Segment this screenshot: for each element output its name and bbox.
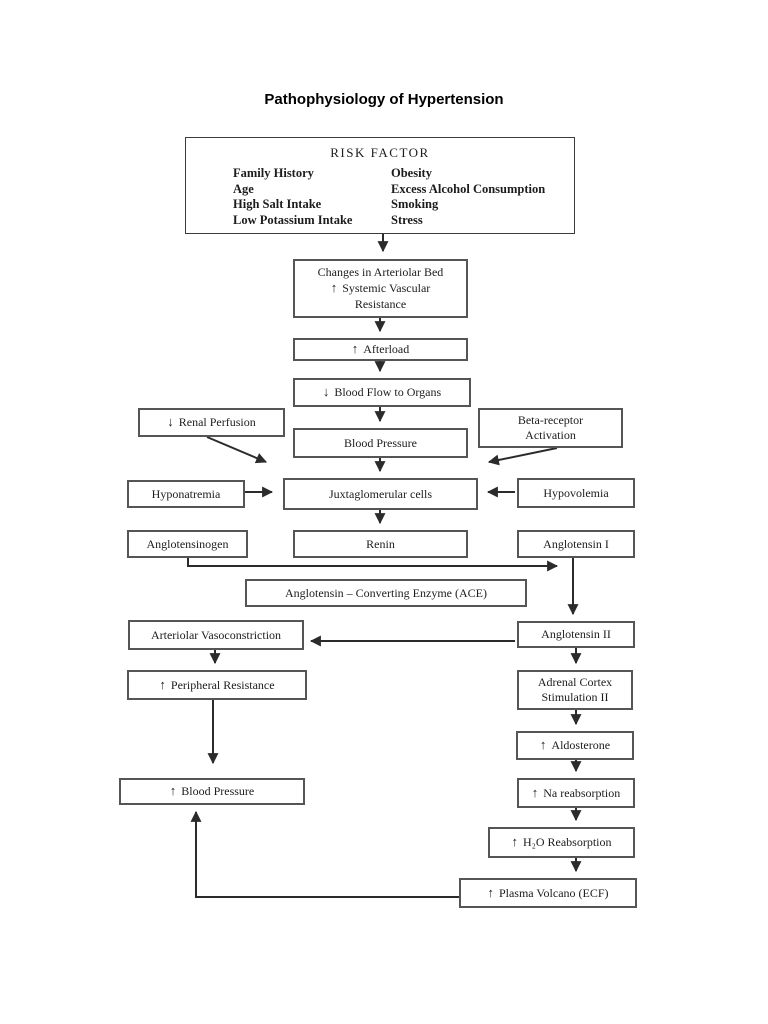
node-blood-pressure-final-label: Blood Pressure: [181, 784, 255, 798]
up-arrow-icon: ↑: [159, 676, 166, 692]
node-beta-line2: Activation: [525, 428, 576, 442]
node-angiotensinogen: Anglotensinogen: [127, 530, 248, 558]
node-angiotensin-i: Anglotensin I: [517, 530, 635, 558]
node-blood-flow-label: Blood Flow to Organs: [334, 385, 442, 399]
up-arrow-icon: ↑: [169, 783, 177, 799]
node-beta-receptor-activation: Beta-receptor Activation: [478, 408, 623, 448]
node-blood-flow-organs: ↓ Blood Flow to Organs: [293, 378, 471, 407]
page-title: Pathophysiology of Hypertension: [264, 91, 504, 108]
risk-item: Low Potassium Intake: [233, 212, 353, 227]
down-arrow-icon: ↓: [167, 414, 174, 430]
node-juxtaglomerular-cells: Juxtaglomerular cells: [283, 478, 478, 510]
node-renal-perfusion-label: Renal Perfusion: [178, 415, 256, 429]
node-aldosterone: ↑ Aldosterone: [516, 731, 634, 760]
node-beta-line1: Beta-receptor: [517, 413, 584, 427]
node-afterload: ↑ Afterload: [293, 338, 468, 361]
node-changes-line3: Resistance: [354, 296, 407, 311]
node-risk-factor: RISK FACTOR Family History Age High Salt…: [185, 137, 575, 234]
node-renin-label: Renin: [366, 536, 395, 551]
node-hypovolemia: Hypovolemia: [517, 478, 635, 508]
risk-item: High Salt Intake: [233, 197, 322, 211]
node-renin: Renin: [293, 530, 468, 558]
node-adrenal-line2: Stimulation II: [541, 690, 609, 704]
risk-factor-right-column: Obesity Excess Alcohol Consumption Smoki…: [391, 166, 545, 228]
node-ace-label: Anglotensin – Converting Enzyme (ACE): [285, 585, 487, 600]
node-arteriolar-vasoconstriction-label: Arteriolar Vasoconstriction: [150, 627, 282, 642]
risk-factor-header: RISK FACTOR: [330, 145, 430, 160]
risk-item: Excess Alcohol Consumption: [391, 181, 546, 196]
node-angiotensin-i-label: Anglotensin I: [543, 536, 609, 551]
node-blood-pressure-label: Blood Pressure: [344, 435, 417, 450]
risk-item: Smoking: [391, 197, 439, 211]
node-changes-arteriolar-bed: Changes in Arteriolar Bed ↑ Systemic Vas…: [293, 259, 468, 318]
risk-item: Obesity: [391, 166, 432, 180]
up-arrow-icon: ↑: [487, 884, 494, 900]
node-angiotensin-ii-label: Anglotensin II: [541, 627, 611, 641]
risk-factor-left-column: Family History Age High Salt Intake Low …: [233, 166, 352, 228]
node-changes-line2: Systemic Vascular: [342, 281, 431, 295]
node-blood-pressure-final: ↑ Blood Pressure: [119, 778, 305, 805]
node-blood-pressure: Blood Pressure: [293, 428, 468, 458]
node-adrenal-cortex-stimulation: Adrenal Cortex Stimulation II: [517, 670, 633, 710]
node-hypovolemia-label: Hypovolemia: [543, 485, 609, 500]
node-angiotensin-ii: Anglotensin II: [517, 621, 635, 648]
up-arrow-icon: ↑: [539, 737, 547, 753]
node-angiotensinogen-label: Anglotensinogen: [146, 536, 229, 551]
up-arrow-icon: ↑: [351, 341, 359, 357]
node-na-reabsorption-label: Na reabsorption: [543, 785, 621, 800]
node-plasma-volume-label: Plasma Volcano (ECF): [498, 885, 609, 900]
node-na-reabsorption: ↑ Na reabsorption: [517, 778, 635, 808]
node-changes-line1: Changes in Arteriolar Bed: [317, 265, 444, 280]
node-hyponatremia-label: Hyponatremia: [151, 486, 221, 501]
node-afterload-label: Afterload: [363, 342, 410, 356]
node-hyponatremia: Hyponatremia: [127, 480, 245, 508]
node-aldosterone-label: Aldosterone: [551, 738, 611, 752]
down-arrow-icon: ↓: [322, 384, 330, 400]
risk-item: Family History: [233, 166, 314, 180]
node-h2o-reabsorption: ↑ H₂O Reabsorption: [488, 827, 635, 858]
node-peripheral-resistance: ↑ Peripheral Resistance: [127, 670, 307, 700]
node-renal-perfusion: ↓ Renal Perfusion: [138, 408, 285, 437]
node-plasma-volume-ecf: ↑ Plasma Volcano (ECF): [459, 878, 637, 908]
node-h2o-reabsorption-label: H₂O Reabsorption: [522, 835, 612, 849]
up-arrow-icon: ↑: [330, 280, 338, 296]
risk-item: Age: [233, 181, 254, 196]
up-arrow-icon: ↑: [531, 784, 539, 800]
node-peripheral-resistance-label: Peripheral Resistance: [170, 677, 275, 692]
node-adrenal-line1: Adrenal Cortex: [537, 675, 613, 689]
node-arteriolar-vasoconstriction: Arteriolar Vasoconstriction: [128, 620, 304, 650]
node-ace: Anglotensin – Converting Enzyme (ACE): [245, 579, 527, 607]
up-arrow-icon: ↑: [511, 834, 518, 850]
node-juxtaglomerular-label: Juxtaglomerular cells: [329, 486, 432, 501]
risk-item: Stress: [391, 212, 423, 227]
